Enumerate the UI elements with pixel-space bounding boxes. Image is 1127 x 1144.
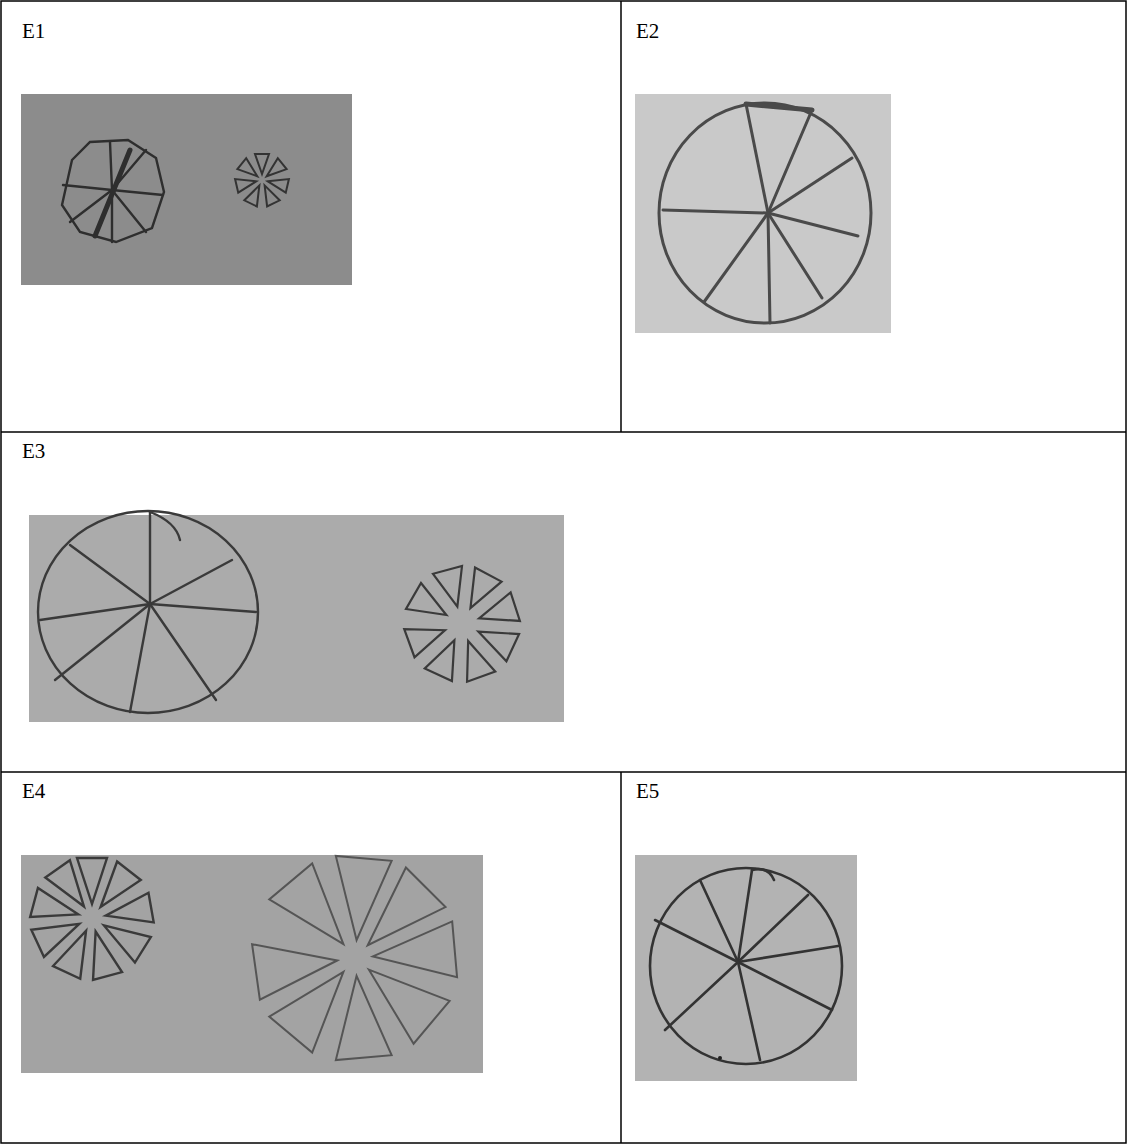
cell-label: E4	[22, 780, 45, 803]
cell-label: E2	[636, 20, 659, 43]
sketch-photo	[29, 511, 564, 722]
sketch-photo	[635, 855, 857, 1081]
sketch-photo	[635, 94, 891, 333]
cell-label: E5	[636, 780, 659, 803]
sketch-photo	[21, 94, 352, 285]
cell-label: E1	[22, 20, 45, 43]
cell-label: E3	[22, 440, 45, 463]
sketch-photo	[21, 855, 483, 1073]
